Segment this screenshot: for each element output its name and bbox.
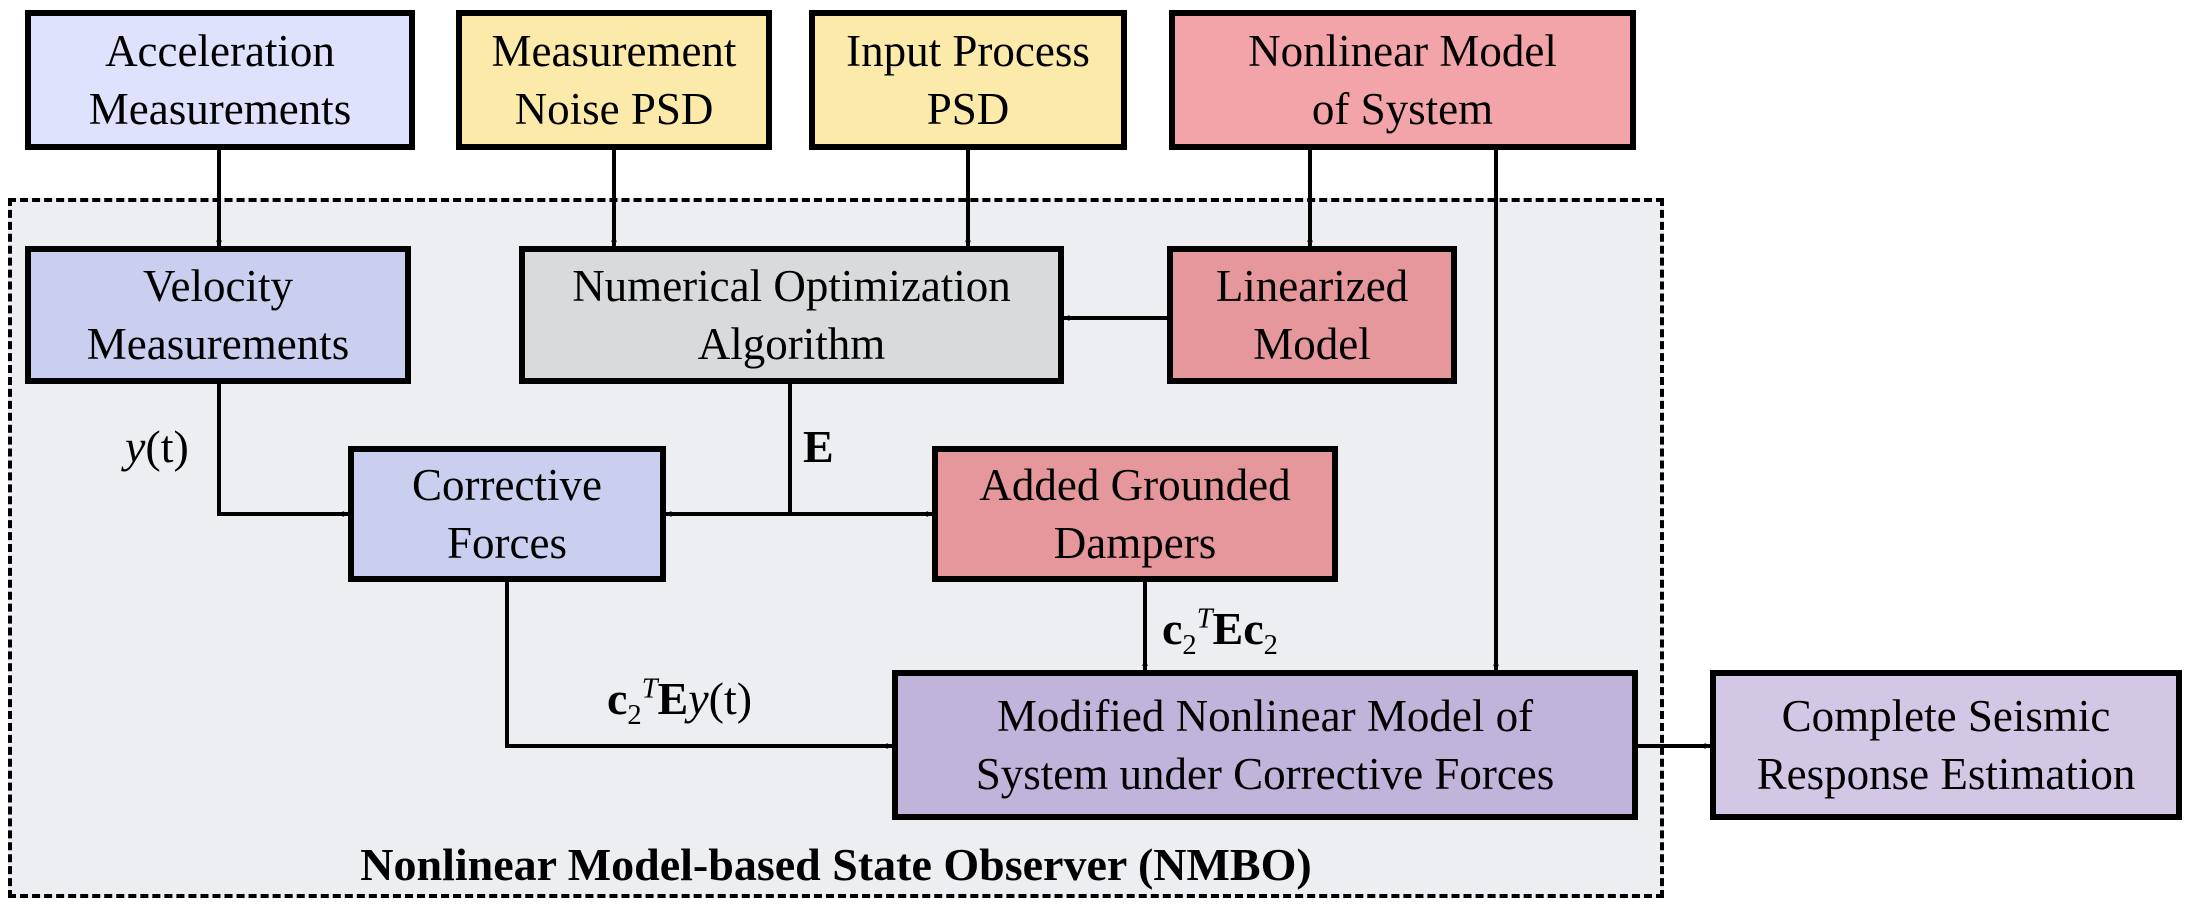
corrective-forces-box: Corrective Forces [348,446,666,582]
linearized-model-box: Linearized Model [1167,246,1457,384]
label-E: E [803,421,834,472]
velocity-measurements-box: Velocity Measurements [25,246,411,384]
label-c2T-E-y-of-t: c2TEy(t) [607,673,753,732]
acceleration-measurements-box: Acceleration Measurements [25,10,415,150]
label-c2T-E-c2: c2TEc2 [1162,603,1278,662]
nmbo-title: Nonlinear Model-based State Observer (NM… [360,839,1312,890]
measurement-noise-psd-box: Measurement Noise PSD [456,10,772,150]
nonlinear-model-box: Nonlinear Model of System [1169,10,1636,150]
arrow-velocity-to-corrective [217,384,349,517]
modified-nonlinear-model-box: Modified Nonlinear Model of System under… [892,670,1638,820]
input-process-psd-box: Input Process PSD [809,10,1127,150]
label-y-of-t: y(t) [125,421,189,472]
numerical-optimization-box: Numerical Optimization Algorithm [519,246,1064,384]
complete-seismic-response-box: Complete Seismic Response Estimation [1710,670,2182,820]
added-grounded-dampers-box: Added Grounded Dampers [932,446,1338,582]
arrow-corrective-to-modified [505,582,893,749]
